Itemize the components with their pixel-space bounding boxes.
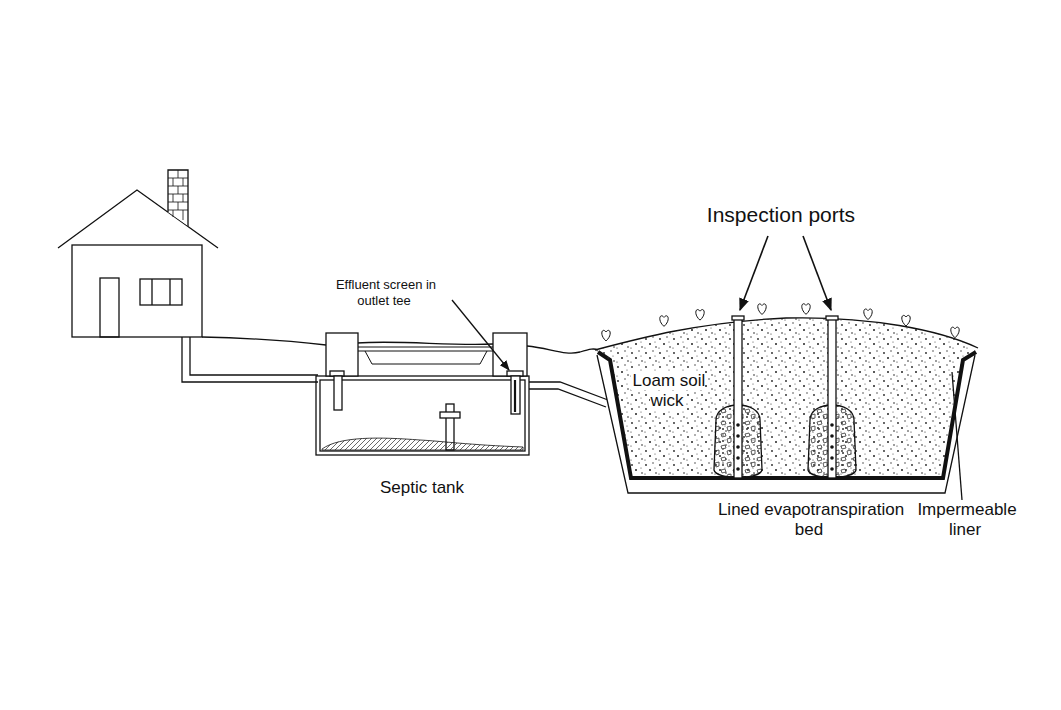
part-label: Inspection ports [686,202,876,227]
outlet-pipe [529,382,608,407]
leader-line [952,372,962,500]
part-label: Lined evapotranspiration bed [715,500,905,541]
effluent-screen [514,380,516,412]
inspection-port [734,318,742,478]
part-label: Effluent screen in outlet tee [320,277,450,308]
leader-line [740,236,768,310]
impermeable-liner [598,352,976,478]
leader-line [452,300,509,370]
bed-excavation [597,355,975,493]
part-label: Loam soil wick [626,371,710,412]
septic-tank [316,376,529,455]
loam-fill [610,360,963,478]
chimney [168,170,188,226]
sludge-layer [322,438,523,450]
tank-riser [326,333,358,376]
outlet-tee [511,376,520,414]
ground-line [202,337,326,345]
building-sewer [182,337,318,382]
house-roof [58,190,218,248]
leader-line [803,236,831,310]
door [100,278,119,337]
house [72,245,202,337]
tank-riser [493,333,527,376]
part-label: Impermeable liner [901,500,1031,541]
inlet-tee [334,376,342,410]
inspection-port [828,318,836,478]
part-label: Septic tank [357,478,487,498]
window [140,279,182,305]
